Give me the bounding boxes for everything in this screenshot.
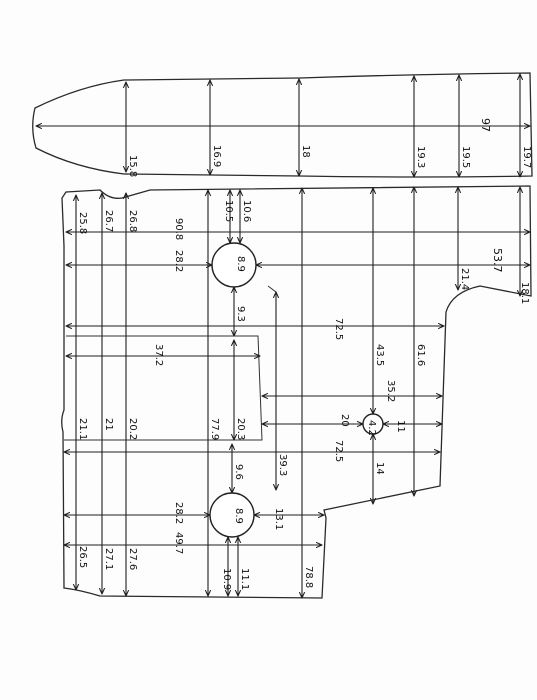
col-a-label: 43.5 [374, 344, 385, 366]
span-a-label: 72.5 [333, 318, 344, 340]
top-mid-label: 28.2 [173, 250, 184, 272]
top-w3-label: 18 [300, 145, 311, 158]
right-step-guide [267, 285, 277, 490]
bottom-notch-label: 13.1 [273, 508, 284, 530]
bottom-d-label: 49.7 [173, 532, 184, 554]
bottom-mid-label: 28.2 [173, 502, 184, 524]
col-f-label: 20.2 [127, 418, 138, 440]
main-piece-outline [61, 185, 532, 599]
hole-top-left-label: 10.5 [223, 200, 234, 222]
top-w2-label: 16.9 [211, 145, 222, 167]
col-h-label: 20.3 [235, 418, 246, 440]
right-notch-label: 21.4 [459, 268, 470, 290]
small-hole-label: 4.2 [366, 420, 377, 436]
col-g-label: 77.9 [209, 418, 220, 440]
top-w6-label: 19.7 [521, 146, 532, 168]
top-b-label: 26.7 [103, 210, 114, 232]
span-b-label: 72.5 [333, 440, 344, 462]
hole-bottom-left-label: 10.9 [221, 568, 232, 590]
small-hole-down-label: 14 [374, 462, 385, 475]
top-a-label: 25.8 [77, 212, 88, 234]
right-side-label: 53.7 [491, 248, 504, 273]
top-w5-label: 19.5 [460, 146, 471, 168]
hole-top-right-label: 10.6 [241, 200, 252, 222]
drop-a-label: 39.3 [277, 454, 288, 476]
bottom-c-label: 27.6 [127, 548, 138, 570]
top-hole [211, 242, 257, 288]
top-c-label: 26.8 [127, 210, 138, 232]
right-small-label: 18.1 [519, 282, 530, 304]
main-piece: 25.8 26.7 26.8 90.8 10.5 10.6 8.9 28.2 5… [61, 185, 532, 599]
col-e-label: 21 [103, 418, 114, 431]
top-w1-label: 15.8 [127, 155, 138, 177]
bottom-hole [209, 492, 255, 538]
top-w4-label: 19.3 [415, 146, 426, 168]
drop-b-label: 9.6 [233, 464, 244, 480]
top-length-label: 97 [479, 118, 492, 132]
small-hole-right-label: 11 [395, 420, 406, 433]
hole-bottom-right-label: 11.1 [239, 568, 250, 590]
top-piece: 15.8 16.9 18 19.3 19.5 19.7 97 [32, 72, 533, 178]
hole-top-size-label: 8.9 [235, 256, 246, 272]
col-d-label: 21.1 [77, 418, 88, 440]
bottom-total-label: 78.8 [303, 566, 314, 588]
inner-notch-guide [64, 335, 263, 441]
small-hole-left-label: 20 [339, 414, 350, 427]
bottom-b-label: 27.1 [103, 548, 114, 570]
col-c-label: 35.2 [385, 380, 396, 402]
bottom-a-label: 26.5 [77, 546, 88, 568]
mid-left-label: 37.2 [153, 344, 164, 366]
col-b-label: 61.6 [415, 344, 426, 366]
hole-top-down-label: 9.3 [235, 306, 246, 322]
top-piece-outline [32, 72, 533, 178]
top-d-label: 90.8 [173, 218, 184, 240]
hole-bottom-size-label: 8.9 [233, 508, 244, 524]
